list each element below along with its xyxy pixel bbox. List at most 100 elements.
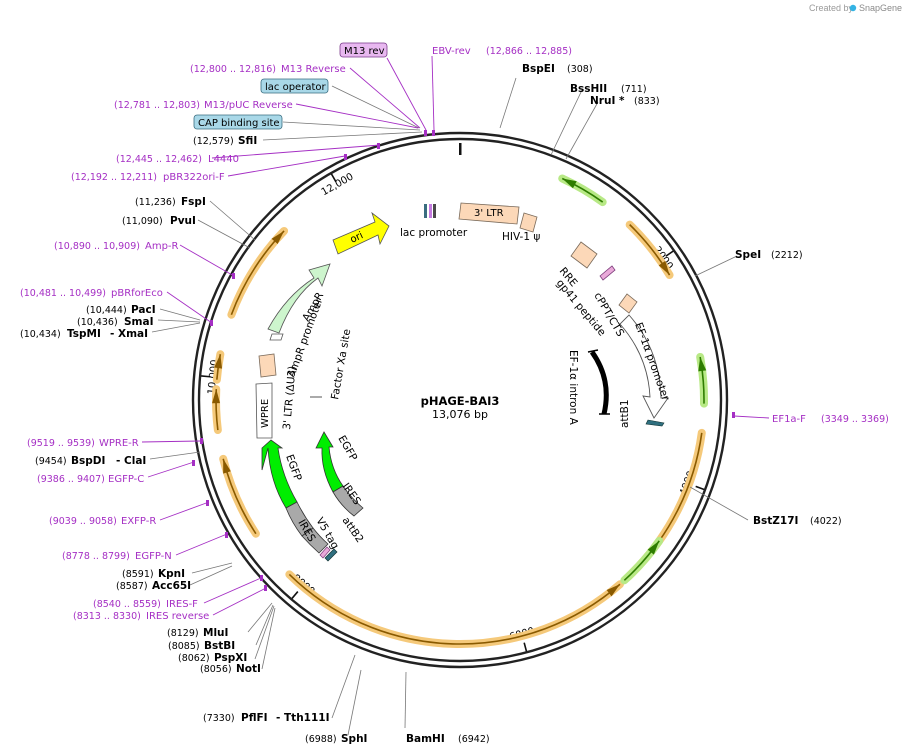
ltr-du3-label: 3' LTR (ΔU3) [281,365,299,430]
primer-leader-lines [141,55,770,616]
hiv-psi-shape [519,212,538,233]
boxed-feature-lac-operator: lac operator [260,78,329,94]
orf-arcs [212,174,708,648]
svg-text:BspDI: BspDI [71,455,105,467]
svg-text:(12,445 .. 12,462): (12,445 .. 12,462) [116,154,202,165]
svg-text:EF1a-F: EF1a-F [772,414,806,425]
created-by-text: Created by [809,3,854,13]
svg-text:(10,444): (10,444) [86,305,127,316]
svg-text:(9039 .. 9058): (9039 .. 9058) [49,516,117,527]
svg-text:Amp-R: Amp-R [145,241,179,252]
orf-arrow-head [212,389,221,404]
attb2-label: attB2 [340,515,366,545]
ampr-promoter-shape [269,333,284,341]
svg-text:(9519 .. 9539): (9519 .. 9539) [27,438,95,449]
enzyme-nrui: NruI * (833) [590,95,660,107]
enzyme-bsshii: BssHII (711) [570,83,647,95]
svg-text:BamHI: BamHI [406,733,445,745]
svg-text:EGFP-C: EGFP-C [108,474,144,485]
orf-arrow-line [628,432,703,577]
wpre-label: WPRE [260,399,271,428]
primer-m13-reverse: (12,800 .. 12,816) M13 Reverse [190,64,346,75]
svg-text:(11,090): (11,090) [122,216,163,227]
svg-text:(8587): (8587) [116,581,148,592]
svg-text:(2212): (2212) [771,250,803,261]
svg-text:(8129): (8129) [167,628,199,639]
svg-text:Acc65I: Acc65I [152,580,191,592]
enzyme-bstz17i: BstZ17I (4022) [753,515,842,527]
orf-arrow-head [562,178,577,189]
svg-text:(11,236): (11,236) [135,197,176,208]
svg-text:- XmaI: - XmaI [110,328,148,340]
primer-wpre-r: (9519 .. 9539) WPRE-R [27,438,139,449]
orf-arrow-head [214,354,223,369]
backbone-outer-ring [191,131,729,669]
ruler-tick [330,173,337,183]
ruler-tick [523,642,528,652]
svg-text:EGFP-N: EGFP-N [135,551,172,562]
enzyme-fspi: (11,236) FspI [135,196,206,208]
orf-arrow-head [698,356,707,372]
svg-text:(4022): (4022) [810,516,842,527]
snapgene-logo-icon [849,4,857,12]
svg-text:(10,436): (10,436) [77,317,118,328]
svg-text:(12,781 .. 12,803): (12,781 .. 12,803) [114,100,200,111]
svg-text:(833): (833) [634,96,660,107]
primer-ires-f: (8540 .. 8559) IRES-F [93,599,198,610]
svg-text:(308): (308) [567,64,593,75]
ltr-top-shape [458,202,520,225]
attb2-shape [324,548,338,562]
plasmid-length: 13,076 bp [432,408,488,421]
lac-promoter-marks [424,204,436,218]
svg-text:NotI: NotI [236,663,261,675]
enzyme-bstbi: (8085) BstBI [168,640,235,652]
boxed-feature-m13-rev: M13 rev [339,42,388,58]
svg-text:TspMI: TspMI [67,328,101,340]
svg-text:SpeI: SpeI [735,249,761,261]
enzyme-bamhi: BamHI (6942) [406,733,490,745]
enzyme-acc65i: (8587) Acc65I [116,580,191,592]
enzyme-pspxi: (8062) PspXI [178,652,247,664]
enzyme-sfii: (12,579) SfiI [193,135,257,147]
svg-text:BssHII: BssHII [570,83,607,95]
enzyme-tspmi: (10,434) TspMI - XmaI [20,328,148,340]
primer-egfp-n: (8778 .. 8799) EGFP-N [62,551,172,562]
svg-text:FspI: FspI [181,196,206,208]
ampr-shape [267,263,331,334]
svg-text:PspXI: PspXI [214,652,247,664]
backbone-inner-ring [197,137,723,663]
primer-amp-r: (10,890 .. 10,909) Amp-R [54,241,179,252]
svg-text:- ClaI: - ClaI [116,455,146,467]
primer-ebv-rev: EBV-rev (12,866 .. 12,885) [432,46,572,57]
svg-text:IRES reverse: IRES reverse [146,611,209,622]
primer-pbr322ori-f: (12,192 .. 12,211) pBR322ori-F [71,172,225,183]
enzyme-bspdi: (9454) BspDI - ClaI [35,455,146,467]
orf-arrow-head [271,230,285,244]
svg-text:WPRE-R: WPRE-R [99,438,139,449]
orf-arrow-line [288,573,621,645]
enzyme-sphi: (6988) SphI [305,733,367,745]
enzyme-smai: (10,436) SmaI [77,316,154,328]
orf-arrow-head [223,458,231,474]
factor-xa-label: Factor Xa site [329,328,353,400]
svg-text:(8778 .. 8799): (8778 .. 8799) [62,551,130,562]
hiv-psi-label: HIV-1 ψ [502,231,540,243]
svg-text:(9454): (9454) [35,456,67,467]
svg-text:PacI: PacI [131,304,156,316]
plasmid-name: pHAGE-BAI3 [421,394,500,408]
ef1a-promoter-shape [619,314,669,419]
svg-text:M13 Reverse: M13 Reverse [281,64,346,75]
attb1-shape [645,419,665,427]
ires-right-shape [332,485,364,517]
orf-band [227,226,289,319]
svg-text:CAP binding site: CAP binding site [198,118,280,129]
svg-text:(12,192 .. 12,211): (12,192 .. 12,211) [71,172,157,183]
primer-exfp-r: (9039 .. 9058) EXFP-R [49,516,156,527]
svg-text:M13/pUC Reverse: M13/pUC Reverse [204,100,293,111]
svg-text:(7330): (7330) [203,713,235,724]
enzyme-spei: SpeI (2212) [735,249,803,261]
gp41-shape [599,265,616,281]
primer-marks [192,130,735,591]
svg-text:EXFP-R: EXFP-R [121,516,156,527]
